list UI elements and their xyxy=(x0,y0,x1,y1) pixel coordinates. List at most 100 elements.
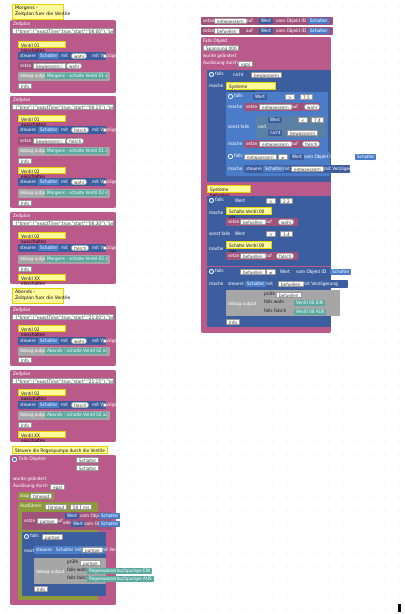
obj-chip[interactable]: Schalter xyxy=(355,154,377,160)
var-entwaessern[interactable]: entwaessern xyxy=(259,104,292,110)
wert2-chip[interactable]: Wert xyxy=(71,521,85,527)
lt-chip[interactable]: < xyxy=(298,117,308,123)
var-befuellen[interactable]: befuellen xyxy=(276,292,302,298)
info-dropdown[interactable]: Info xyxy=(18,200,32,206)
comment-abend-ventil02-ein[interactable]: Ventil 02 einschalten xyxy=(18,325,66,337)
delay-checkbox[interactable] xyxy=(103,54,107,58)
num-chip[interactable]: 3.4 xyxy=(280,231,293,237)
info-dropdown[interactable]: Info xyxy=(18,158,32,164)
pump-obj2[interactable]: Schalter xyxy=(76,465,100,471)
pump-obj1[interactable]: Schalter xyxy=(76,457,100,463)
gear-icon[interactable] xyxy=(209,72,214,77)
comment-ventil-aus[interactable]: Schalte Ventil 00 aus xyxy=(226,241,272,254)
schalter-chip[interactable]: Schalter xyxy=(38,179,60,185)
var-befuellen[interactable]: befuellen xyxy=(214,28,240,34)
schedule-value[interactable]: {"time":{"exactTime":true,"start":"06:15… xyxy=(12,104,114,110)
wahr-dropdown[interactable]: wahr xyxy=(304,104,321,110)
obj-chip[interactable]: Schalter xyxy=(99,513,121,519)
schalter-chip[interactable]: Schalter xyxy=(54,547,76,553)
delay-checkbox[interactable] xyxy=(103,180,107,184)
wert-chip[interactable]: Wert xyxy=(233,231,247,237)
info-dropdown[interactable]: Info xyxy=(34,586,48,592)
neq-chip[interactable]: ≠ xyxy=(266,269,276,275)
steuere-block[interactable] xyxy=(18,52,106,60)
schedule-value[interactable]: {"time":{"exactTime":true,"start":"21:00… xyxy=(12,314,114,320)
info-dropdown[interactable]: Info xyxy=(18,266,32,272)
off-text[interactable]: Regenwasserauchpumpe AUS xyxy=(87,576,154,582)
pumpe-val[interactable]: pumpe xyxy=(82,547,103,553)
comment-abends[interactable]: Abends - Zeitplan fuer die Ventile xyxy=(12,288,70,304)
on-text[interactable]: Regenwasserauchpumpe EIN xyxy=(87,568,152,574)
wert-chip[interactable]: Wert xyxy=(268,117,282,123)
pumpe-var[interactable]: pumpe xyxy=(37,518,58,524)
pump-ausloesung-dropdown[interactable]: egal xyxy=(50,484,65,490)
comment-morgens[interactable]: Morgens - Zeitplan fuer die Ventile xyxy=(12,4,70,20)
num-chip[interactable]: 7.4 xyxy=(311,117,324,123)
setze-pumpe-block[interactable] xyxy=(22,512,112,530)
var-befuellen[interactable]: befuellen xyxy=(240,253,266,259)
stop-timeout-dropdown[interactable]: timeout xyxy=(30,493,53,499)
steuere-block[interactable] xyxy=(18,337,106,345)
gear-icon[interactable] xyxy=(228,94,233,99)
delay-checkbox[interactable] xyxy=(103,128,107,132)
timeout2-dropdown[interactable]: timeout xyxy=(45,504,68,510)
bew-var[interactable]: bewaessern xyxy=(251,72,283,78)
comment-abend-ventil02-aus[interactable]: Ventil 02 ausschalten xyxy=(18,389,66,401)
value-dropdown[interactable]: wahr xyxy=(71,53,88,59)
debug-message[interactable]: Morgens - schalte Ventil 02 ein xyxy=(45,190,107,196)
lt-chip[interactable]: < xyxy=(266,198,276,204)
gear-icon[interactable] xyxy=(24,534,29,539)
gt-chip[interactable]: > xyxy=(266,231,276,237)
debug-message[interactable]: Morgens - schalte Ventil 01 aus xyxy=(45,148,107,154)
gear-icon[interactable] xyxy=(209,198,214,203)
value-dropdown[interactable]: falsch xyxy=(71,402,90,408)
debug-message[interactable]: Abends - schalte Ventil 02 aus xyxy=(45,412,107,418)
wert-chip[interactable]: Wert xyxy=(259,28,273,34)
steuere-block[interactable] xyxy=(18,244,106,252)
var-befuellen[interactable]: befuellen xyxy=(240,219,266,225)
gear-icon[interactable] xyxy=(228,154,233,159)
setval-dropdown[interactable]: falsch xyxy=(66,138,85,144)
var-entwaessern[interactable]: entwaessern xyxy=(244,154,277,160)
value-dropdown[interactable]: wahr xyxy=(71,179,88,185)
delay-checkbox[interactable] xyxy=(103,403,107,407)
value-dropdown[interactable]: wahr xyxy=(71,338,88,344)
num-chip[interactable]: 2.2 xyxy=(280,198,293,204)
pumpe-check[interactable]: pumpe xyxy=(80,560,101,566)
gear-icon[interactable] xyxy=(209,269,214,274)
bew-var[interactable]: bewaessern xyxy=(287,130,319,136)
comment-ventil02-aus[interactable]: Ventil 02 ausschalten xyxy=(18,232,66,244)
gear-icon[interactable] xyxy=(12,457,17,462)
schedule-value[interactable]: {"time":{"exactTime":true,"start":"06:30… xyxy=(12,220,114,226)
wahr-dropdown[interactable]: wahr xyxy=(278,219,295,225)
gt-chip[interactable]: > xyxy=(285,94,295,100)
var-dropdown[interactable]: bewaesserrn xyxy=(33,138,66,144)
obj2-chip[interactable]: Schalter xyxy=(99,521,121,527)
wert-chip[interactable]: Wert xyxy=(65,513,79,519)
wert-chip[interactable]: Wert xyxy=(259,18,273,24)
schalter-chip[interactable]: Schalter xyxy=(245,281,267,287)
steuere-block[interactable] xyxy=(18,126,106,134)
num-chip[interactable]: 7.5 xyxy=(300,94,313,100)
delay-checkbox[interactable] xyxy=(103,246,107,250)
comment-systeme-entwaessern[interactable]: Systeme entwaessern xyxy=(226,82,276,95)
spannung-chip[interactable]: Spannung 000 xyxy=(203,45,240,51)
schalter-chip[interactable]: Schalter xyxy=(38,245,60,251)
var-entwaessern[interactable]: entwaessern xyxy=(259,141,292,147)
ein-text[interactable]: Ventil 00 EIN xyxy=(294,300,325,306)
nicht-chip[interactable]: nicht xyxy=(231,72,246,78)
info-dropdown[interactable]: Info xyxy=(18,357,32,363)
ausloesung-dropdown[interactable]: egal xyxy=(238,61,253,67)
comment-ventil01-ein[interactable]: Ventil 01 einschalten xyxy=(18,41,66,53)
info-dropdown[interactable]: Info xyxy=(18,83,32,89)
setval-dropdown[interactable]: wahr xyxy=(66,63,83,69)
comment-systeme-befuellen[interactable]: Systeme befuellen xyxy=(207,185,251,198)
steuere-block[interactable] xyxy=(18,401,106,409)
obj-chip[interactable]: Schalter xyxy=(308,18,330,24)
ms-dropdown[interactable]: ms xyxy=(80,504,93,510)
var-entwaessern[interactable]: entwaessern xyxy=(214,18,247,24)
debug-message[interactable]: Abends - schalte Ventil 02 ein xyxy=(45,348,107,354)
schalter-chip[interactable]: Schalter xyxy=(38,127,60,133)
var-entwaessern[interactable]: entwaessern xyxy=(291,166,324,172)
wert-chip[interactable]: Wert xyxy=(290,154,304,160)
